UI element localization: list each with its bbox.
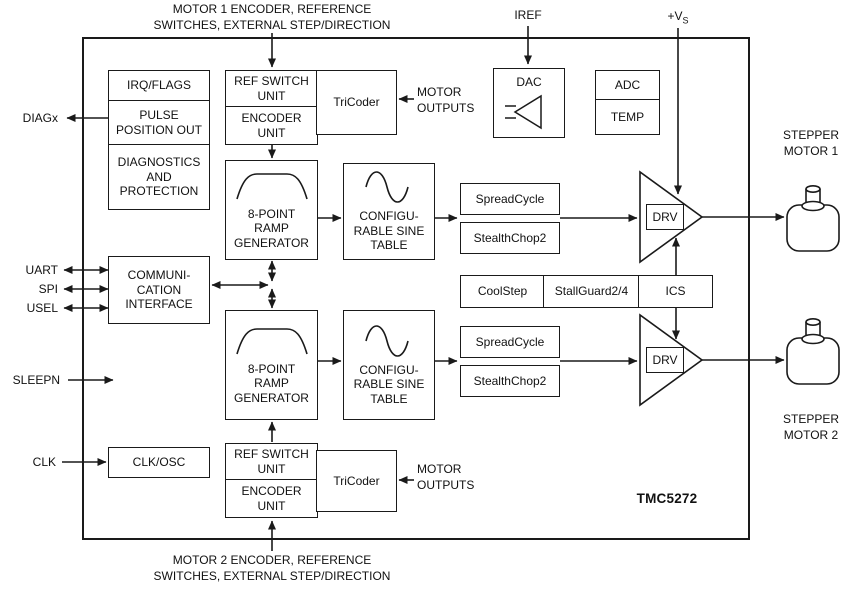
sine-table-1-label: CONFIGU- RABLE SINE TABLE [353, 209, 425, 253]
temp-label: TEMP [610, 109, 645, 124]
ramp-profile-icon [235, 172, 308, 199]
spi-pin-label: SPI [38, 282, 58, 296]
coolstep-label: CoolStep [477, 284, 528, 299]
block-clk-osc: CLK/OSC [108, 447, 210, 478]
block-communication-interface: COMMUNI- CATION INTERFACE [108, 256, 210, 324]
motor-outputs-2-label: MOTOR OUTPUTS [417, 462, 475, 492]
stealthchop-1-label: StealthChop2 [473, 230, 547, 245]
block-stealthchop-1: StealthChop2 [460, 222, 560, 254]
ramp-generator-1-label: 8-POINT RAMP GENERATOR [234, 206, 309, 250]
block-pulse-position-out: PULSE POSITION OUT [108, 100, 210, 146]
spreadcycle-1-label: SpreadCycle [475, 191, 545, 206]
clk-osc-label: CLK/OSC [132, 455, 186, 470]
block-ramp-generator-2: 8-POINT RAMP GENERATOR [225, 310, 318, 420]
stealthchop-2-label: StealthChop2 [473, 373, 547, 388]
sine-wave-icon [365, 324, 409, 357]
stallguard-label: StallGuard2/4 [554, 284, 629, 299]
sleepn-pin-label: SLEEPN [12, 373, 60, 387]
vs-main: +V [667, 9, 683, 23]
block-stealthchop-2: StealthChop2 [460, 365, 560, 397]
sine-table-2-label: CONFIGU- RABLE SINE TABLE [353, 362, 425, 406]
stepper-motor-1-label: STEPPER MOTOR 1 [782, 128, 839, 158]
usel-pin-label: USEL [26, 301, 58, 315]
block-spreadcycle-2: SpreadCycle [460, 326, 560, 358]
stepper-motor-2-icon [786, 317, 840, 385]
ramp-profile-icon [235, 327, 308, 354]
spreadcycle-2-label: SpreadCycle [475, 334, 545, 349]
iref-pin-label: IREF [514, 8, 542, 22]
encoder-1-label: ENCODER UNIT [241, 110, 302, 140]
ics-label: ICS [665, 284, 686, 299]
block-dac: DAC [493, 68, 565, 138]
stepper-motor-1-icon [786, 185, 840, 252]
block-ics: ICS [638, 275, 713, 308]
vs-pin-label: +VS [652, 9, 704, 27]
irq-flags-label: IRQ/FLAGS [126, 78, 191, 93]
block-adc: ADC [595, 70, 660, 101]
block-coolstep: CoolStep [460, 275, 545, 308]
motor1-external-label: MOTOR 1 ENCODER, REFERENCE SWITCHES, EXT… [153, 2, 391, 32]
block-spreadcycle-1: SpreadCycle [460, 183, 560, 215]
vs-sub: S [682, 15, 689, 26]
motor2-external-label: MOTOR 2 ENCODER, REFERENCE SWITCHES, EXT… [153, 553, 391, 583]
tricoder-1-label: TriCoder [333, 95, 380, 110]
drv2-label: DRV [652, 352, 678, 367]
motor-outputs-1-label: MOTOR OUTPUTS [417, 85, 475, 115]
ramp-generator-2-label: 8-POINT RAMP GENERATOR [234, 361, 309, 405]
block-sine-table-2: CONFIGU- RABLE SINE TABLE [343, 310, 435, 420]
block-tricoder-2: TriCoder [316, 450, 397, 512]
adc-label: ADC [614, 78, 641, 93]
drv1-label: DRV [652, 209, 678, 224]
block-ref-switch-unit-2: REF SWITCH UNIT [225, 443, 318, 481]
ref-switch-2-label: REF SWITCH UNIT [234, 447, 309, 476]
block-temp: TEMP [595, 99, 660, 135]
block-encoder-unit-1: ENCODER UNIT [225, 106, 318, 145]
clk-pin-label: CLK [32, 455, 56, 469]
uart-pin-label: UART [25, 263, 58, 277]
block-diagnostics-protection: DIAGNOSTICS AND PROTECTION [108, 144, 210, 210]
block-encoder-unit-2: ENCODER UNIT [225, 479, 318, 518]
block-ref-switch-unit-1: REF SWITCH UNIT [225, 70, 318, 108]
dac-label: DAC [516, 75, 542, 90]
block-sine-table-1: CONFIGU- RABLE SINE TABLE [343, 163, 435, 260]
diagnostics-label: DIAGNOSTICS AND PROTECTION [117, 155, 201, 199]
block-drv1: DRV [646, 204, 684, 230]
tricoder-2-label: TriCoder [333, 473, 380, 488]
pulse-position-label: PULSE POSITION OUT [115, 108, 202, 137]
block-drv2: DRV [646, 347, 684, 373]
block-tricoder-1: TriCoder [316, 70, 397, 135]
comm-interface-label: COMMUNI- CATION INTERFACE [125, 268, 193, 312]
ref-switch-1-label: REF SWITCH UNIT [234, 74, 309, 103]
block-ramp-generator-1: 8-POINT RAMP GENERATOR [225, 160, 318, 260]
block-stallguard: StallGuard2/4 [543, 275, 640, 308]
diagx-pin-label: DIAGx [22, 111, 58, 125]
stepper-motor-2-label: STEPPER MOTOR 2 [782, 412, 839, 442]
sine-wave-icon [365, 171, 409, 203]
block-irq-flags: IRQ/FLAGS [108, 70, 210, 101]
chip-name-label: TMC5272 [636, 491, 698, 506]
encoder-2-label: ENCODER UNIT [241, 483, 302, 513]
dac-symbol-icon [505, 94, 542, 130]
